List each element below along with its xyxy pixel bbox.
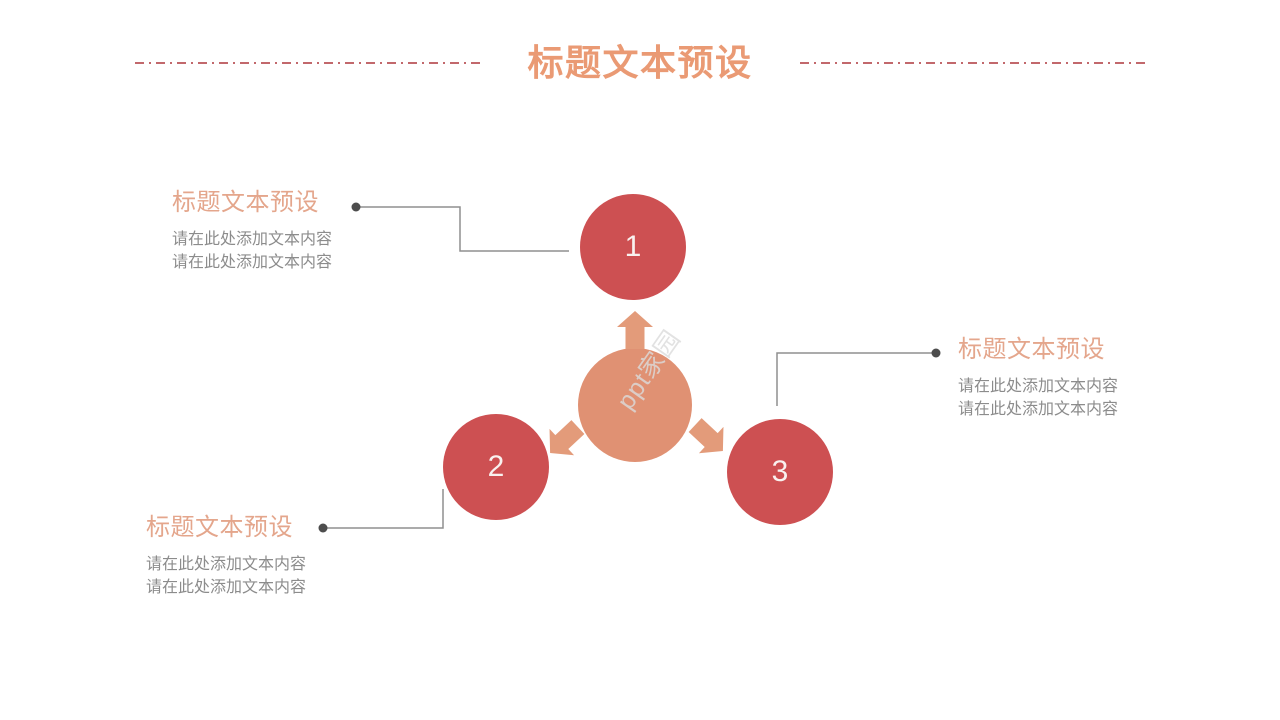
text-block-node-2: 标题文本预设 请在此处添加文本内容 请在此处添加文本内容 bbox=[146, 515, 306, 599]
diagram-node-3: 3 bbox=[727, 419, 833, 525]
diagram-node-2: 2 bbox=[443, 414, 549, 520]
arrow-up-icon bbox=[617, 311, 653, 349]
arrow-down-right-icon bbox=[688, 418, 724, 454]
section-body-line: 请在此处添加文本内容 bbox=[172, 254, 333, 271]
connector-dot-2 bbox=[931, 348, 941, 358]
connector-line-3 bbox=[323, 489, 444, 529]
connector-dot-1 bbox=[351, 202, 361, 212]
title-decoration-lines bbox=[135, 62, 1146, 64]
section-title: 标题文本预设 bbox=[172, 189, 319, 216]
slide-title: 标题文本预设 bbox=[527, 42, 753, 83]
section-body-line: 请在此处添加文本内容 bbox=[958, 378, 1119, 395]
connector-dot-3 bbox=[318, 523, 328, 533]
connector-line-1 bbox=[356, 206, 569, 252]
connector-line-2 bbox=[776, 352, 936, 406]
section-body-line: 请在此处添加文本内容 bbox=[146, 579, 307, 596]
section-body: 请在此处添加文本内容 请在此处添加文本内容 bbox=[146, 553, 306, 599]
node-number: 3 bbox=[771, 455, 789, 488]
node-number: 1 bbox=[624, 230, 642, 263]
arrow-down-left-icon bbox=[549, 420, 585, 456]
center-hub-circle bbox=[578, 348, 692, 462]
section-body: 请在此处添加文本内容 请在此处添加文本内容 bbox=[172, 228, 332, 274]
section-body-line: 请在此处添加文本内容 bbox=[958, 401, 1119, 418]
section-body-line: 请在此处添加文本内容 bbox=[146, 556, 307, 573]
section-body-line: 请在此处添加文本内容 bbox=[172, 231, 333, 248]
section-title: 标题文本预设 bbox=[958, 336, 1105, 363]
section-title: 标题文本预设 bbox=[146, 514, 293, 541]
text-block-node-3: 标题文本预设 请在此处添加文本内容 请在此处添加文本内容 bbox=[958, 337, 1118, 421]
diagram-node-1: 1 bbox=[580, 194, 686, 300]
node-number: 2 bbox=[487, 450, 505, 483]
section-body: 请在此处添加文本内容 请在此处添加文本内容 bbox=[958, 375, 1118, 421]
text-block-node-1: 标题文本预设 请在此处添加文本内容 请在此处添加文本内容 bbox=[172, 190, 332, 274]
